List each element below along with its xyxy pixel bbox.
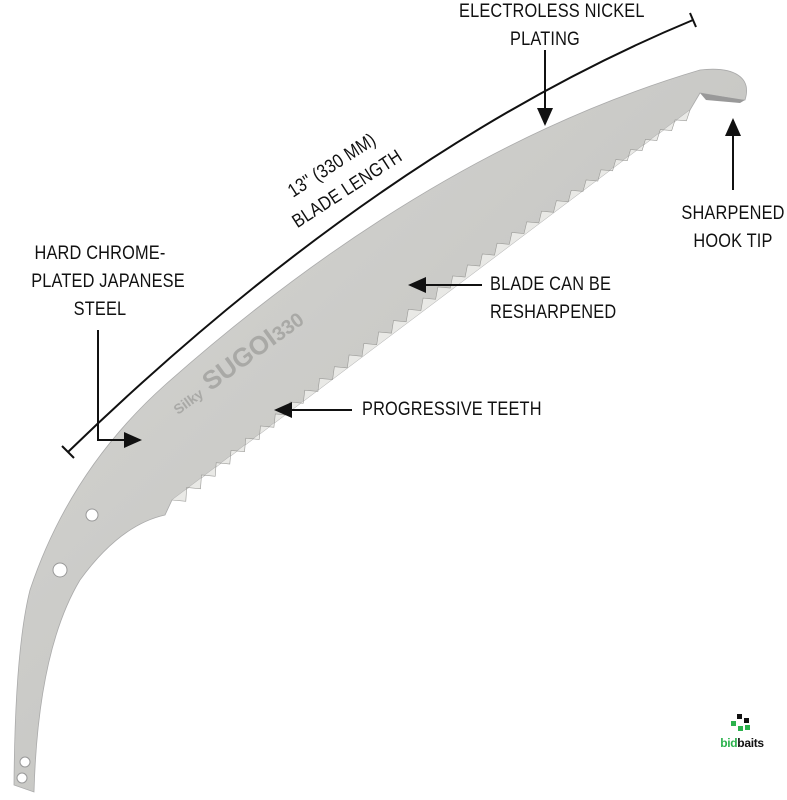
coating-label-line: ELECTROLESS NICKEL — [459, 1, 645, 22]
bidbaits-watermark: bidbaits — [712, 712, 772, 750]
mounting-hole — [85, 508, 99, 522]
bidbaits-logo-icon — [731, 714, 750, 731]
wordmark-part: baits — [737, 736, 764, 750]
wordmark-part: bid — [720, 736, 738, 750]
hook-tip — [700, 93, 745, 103]
resharpen-label-line: RESHARPENED — [490, 302, 617, 323]
saw-blade — [13, 68, 747, 793]
steel-label-line: STEEL — [73, 299, 127, 320]
mounting-hole — [19, 756, 31, 768]
resharpen-label-line: BLADE CAN BE — [490, 274, 612, 295]
bidbaits-wordmark: bidbaits — [712, 736, 772, 750]
coating-label-line: PLATING — [510, 29, 580, 50]
dimension-end-tick — [689, 12, 697, 28]
mounting-hole — [16, 772, 28, 784]
coating-label: ELECTROLESS NICKEL PLATING — [445, 0, 645, 54]
hook-label: SHARPENED HOOK TIP — [663, 200, 787, 256]
steel-label-line: HARD CHROME- — [34, 243, 166, 264]
teeth-label-line: PROGRESSIVE TEETH — [362, 399, 542, 420]
hook-label-line: SHARPENED — [681, 203, 785, 224]
resharpen-label: BLADE CAN BE RESHARPENED — [490, 271, 637, 327]
steel-arrow — [97, 330, 142, 448]
teeth-label: PROGRESSIVE TEETH — [362, 396, 571, 424]
mounting-hole — [52, 562, 68, 578]
hook-label-line: HOOK TIP — [693, 231, 773, 252]
dimension-end-tick — [61, 445, 75, 459]
steel-label: HARD CHROME- PLATED JAPANESE STEEL — [20, 240, 185, 324]
steel-label-line: PLATED JAPANESE — [31, 271, 185, 292]
length-dimension-line — [67, 19, 694, 453]
saw-teeth — [171, 109, 691, 502]
